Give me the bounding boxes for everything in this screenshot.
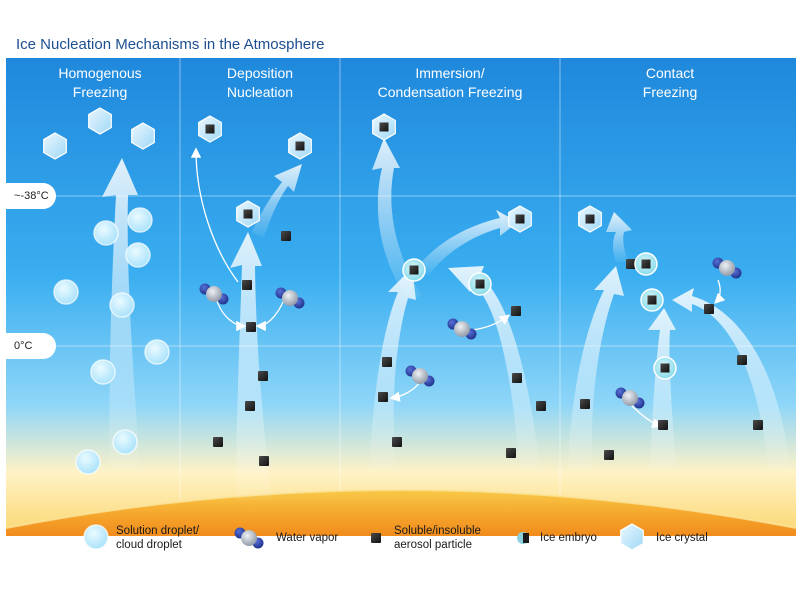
aerosol-particle-icon [506,448,516,458]
rising-air-arrows [102,138,790,500]
column-title-line: Freezing [642,84,698,100]
legend-droplet-label: Solution droplet/ cloud droplet [116,524,199,552]
earth-surface [6,490,796,540]
aerosol-particle-icon [704,304,714,314]
ice-crystal-icon [288,132,312,160]
droplet-icon [93,220,119,246]
ice-crystal-icon [578,205,602,233]
aerosol-particle-icon [753,420,763,430]
ice-crystal-icon [372,113,396,141]
temperature-label-upper: ~-38°C [6,183,56,209]
droplet-icon [109,292,135,318]
diagram-title: Ice Nucleation Mechanisms in the Atmosph… [16,36,325,53]
aerosol-particle-icon [737,355,747,365]
aerosol-particle-icon [512,373,522,383]
column-title-line: Condensation Freezing [377,84,523,100]
droplet-icon [144,339,170,365]
legend-text: aerosol particle [394,539,472,551]
legend-embryo-label: Ice embryo [540,532,597,544]
column-title-contact: Contact Freezing [560,64,780,102]
legend-crystal-label: Ice crystal [656,532,708,544]
ice-embryo-icon [468,272,492,296]
column-title-line: Immersion/ [415,65,485,81]
column-title-immersion: Immersion/ Condensation Freezing [340,64,560,102]
ice-embryo-icon [653,356,677,380]
aerosol-particle-icon [382,357,392,367]
aerosol-particle-icon [604,450,614,460]
ice-crystal-icon [198,115,222,143]
aerosol-particle-icon [213,437,223,447]
ice-crystal-icon [508,205,532,233]
droplet-icon [75,449,101,475]
aerosol-particle-icon [258,371,268,381]
aerosol-particle-icon [511,306,521,316]
column-title-line: Contact [645,65,695,81]
aerosol-particle-icon [281,231,291,241]
column-title-deposition: Deposition Nucleation [180,64,340,102]
column-title-line: Freezing [72,84,128,100]
aerosol-particle-icon [378,392,388,402]
ice-embryo-icon [402,258,426,282]
ice-embryo-icon [640,288,664,312]
droplet-icon [90,359,116,385]
aerosol-particle-icon [658,420,668,430]
ice-crystal-icon [43,132,67,160]
aerosol-particle-icon [371,533,381,543]
aerosol-particle-icon [242,280,252,290]
aerosol-particle-icon [259,456,269,466]
droplet-icon [125,242,151,268]
column-title-homogenous: Homogenous Freezing [20,64,180,102]
column-title-line: Homogenous [58,65,142,81]
aerosol-particle-icon [246,322,256,332]
aerosol-particle-icon [392,437,402,447]
ice-crystal-icon [620,523,644,551]
ice-crystal-icon [236,200,260,228]
process-arrows [190,147,726,428]
droplet-icon [53,279,79,305]
temperature-label-lower: 0°C [6,333,56,359]
ice-crystal-icon [88,107,112,135]
legend-text: cloud droplet [116,539,182,551]
aerosol-particle-icon [580,399,590,409]
droplet-icon [127,207,153,233]
legend-aerosol-label: Soluble/insoluble aerosol particle [394,524,481,552]
column-title-line: Deposition [226,65,294,81]
ice-embryo-icon [634,252,658,276]
legend-text: Soluble/insoluble [394,525,481,537]
column-title-line: Nucleation [226,84,294,100]
ice-embryo-icon [517,532,529,544]
legend-text: Solution droplet/ [116,525,200,537]
ice-crystal-icon [131,122,155,150]
legend-icons [83,523,644,551]
droplet-icon [83,524,109,550]
aerosol-particle-icon [536,401,546,411]
aerosol-particle-icon [245,401,255,411]
legend-vapor-label: Water vapor [276,532,339,544]
droplet-icon [112,429,138,455]
